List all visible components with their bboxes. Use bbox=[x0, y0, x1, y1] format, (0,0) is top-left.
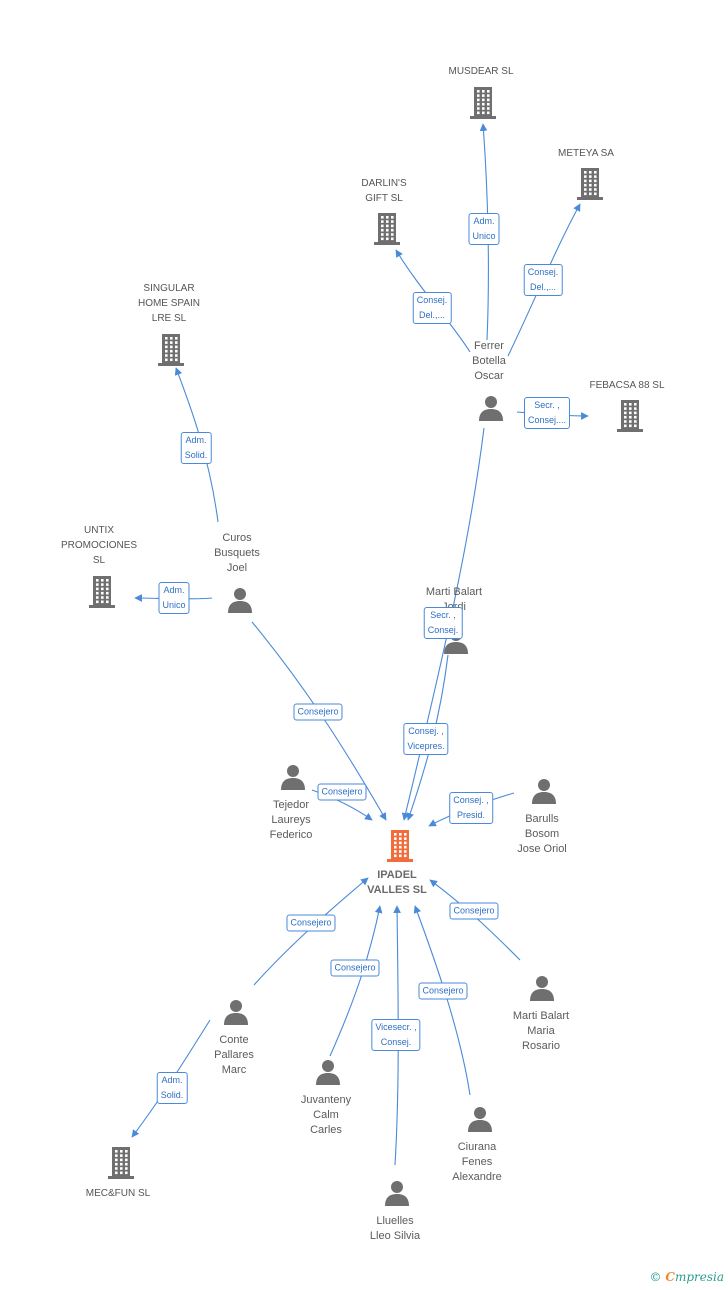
person-node-conte[interactable] bbox=[222, 998, 250, 1031]
relation-label-consej-presid-barulls[interactable]: Consej. , Presid. bbox=[449, 792, 493, 824]
building-icon bbox=[617, 400, 643, 432]
company-node-meteya[interactable] bbox=[575, 167, 605, 206]
person-icon bbox=[530, 976, 554, 1001]
focus-company-label: IPADEL VALLES SL bbox=[367, 869, 427, 896]
person-icon bbox=[228, 588, 252, 613]
relation-label-secr-consej-febacsa[interactable]: Secr. , Consej.... bbox=[523, 397, 571, 429]
person-label-barulls: Barulls Bosom Jose Oriol bbox=[517, 813, 567, 855]
person-node-tejedor[interactable] bbox=[279, 763, 307, 796]
person-label-juvanteny: Juvanteny Calm Carles bbox=[300, 1094, 352, 1136]
relation-label-secr-consej-ferrer[interactable]: Secr. , Consej. bbox=[423, 607, 463, 639]
company-label-singular: SINGULAR HOME SPAIN LRE SL bbox=[137, 283, 201, 324]
person-node-barulls[interactable] bbox=[530, 777, 558, 810]
relation-label-consejero-curos[interactable]: Consejero bbox=[293, 703, 343, 721]
person-node-martimaria[interactable] bbox=[528, 974, 556, 1007]
company-node-mecfun[interactable] bbox=[106, 1146, 136, 1185]
person-label-ciurana: Ciurana Fenes Alexandre bbox=[452, 1141, 502, 1183]
company-label-darlins: DARLIN'S GIFT SL bbox=[361, 178, 407, 204]
person-node-ciurana[interactable] bbox=[466, 1105, 494, 1138]
brand-logo-initial: C bbox=[665, 1270, 675, 1284]
relationship-edge bbox=[413, 905, 471, 1096]
brand-footer: © Cmpresia bbox=[650, 1270, 724, 1284]
person-icon bbox=[316, 1060, 340, 1085]
person-icon bbox=[281, 765, 305, 790]
relation-label-consej-del-meteya[interactable]: Consej. Del.,... bbox=[523, 264, 563, 296]
person-node-curos[interactable] bbox=[226, 586, 254, 619]
relation-label-adm-unico-untix[interactable]: Adm. Unico bbox=[158, 582, 190, 614]
relationship-edge bbox=[329, 905, 383, 1057]
building-icon bbox=[374, 213, 400, 245]
building-icon bbox=[108, 1147, 134, 1179]
relation-label-adm-solid-singular[interactable]: Adm. Solid. bbox=[180, 432, 212, 464]
relation-label-adm-unico-musdear[interactable]: Adm. Unico bbox=[468, 213, 500, 245]
company-label-untix: UNTIX PROMOCIONES SL bbox=[60, 525, 138, 566]
company-node-musdear[interactable] bbox=[468, 86, 498, 125]
person-label-tejedor: Tejedor Laureys Federico bbox=[269, 799, 313, 841]
relation-label-consejero-ciurana[interactable]: Consejero bbox=[418, 982, 468, 1000]
relation-label-consejero-martimaria[interactable]: Consejero bbox=[449, 902, 499, 920]
person-icon bbox=[385, 1181, 409, 1206]
relation-label-consej-vicepres-martijordi[interactable]: Consej. , Vicepres. bbox=[403, 723, 449, 755]
person-node-ferrer[interactable] bbox=[477, 394, 505, 427]
person-label-curos: Curos Busquets Joel bbox=[214, 532, 260, 574]
building-icon bbox=[387, 830, 413, 862]
relation-label-vicesecr-consej-lluelles[interactable]: Vicesecr. , Consej. bbox=[371, 1019, 421, 1051]
relation-label-consejero-juvanteny[interactable]: Consejero bbox=[330, 959, 380, 977]
person-label-ferrer: Ferrer Botella Oscar bbox=[472, 340, 506, 382]
company-label-musdear: MUSDEAR SL bbox=[448, 66, 514, 77]
person-icon bbox=[479, 396, 503, 421]
person-node-lluelles[interactable] bbox=[383, 1179, 411, 1212]
company-node-darlins[interactable] bbox=[372, 212, 402, 251]
person-label-martimaria: Marti Balart Maria Rosario bbox=[512, 1010, 570, 1052]
person-label-lluelles: Lluelles Lleo Silvia bbox=[369, 1215, 421, 1242]
relation-label-consej-del-darlins[interactable]: Consej. Del.,... bbox=[412, 292, 452, 324]
relation-label-consejero-conte[interactable]: Consejero bbox=[286, 914, 336, 932]
person-icon bbox=[224, 1000, 248, 1025]
company-label-febacsa: FEBACSA 88 SL bbox=[589, 380, 665, 391]
person-icon bbox=[468, 1107, 492, 1132]
building-icon bbox=[470, 87, 496, 119]
focus-company-node[interactable] bbox=[385, 829, 415, 868]
building-icon bbox=[158, 334, 184, 366]
person-icon bbox=[532, 779, 556, 804]
company-label-mecfun: MEC&FUN SL bbox=[85, 1188, 151, 1199]
company-node-febacsa[interactable] bbox=[615, 399, 645, 438]
relation-label-consejero-tejedor[interactable]: Consejero bbox=[317, 783, 367, 801]
building-icon bbox=[89, 576, 115, 608]
relation-label-adm-solid-mecfun[interactable]: Adm. Solid. bbox=[156, 1072, 188, 1104]
person-node-juvanteny[interactable] bbox=[314, 1058, 342, 1091]
company-node-singular[interactable] bbox=[156, 333, 186, 372]
person-label-conte: Conte Pallares Marc bbox=[214, 1034, 254, 1076]
company-label-meteya: METEYA SA bbox=[558, 148, 614, 159]
brand-logo-text: mpresia bbox=[674, 1270, 724, 1284]
copyright-symbol: © bbox=[649, 1270, 662, 1284]
relationship-edge bbox=[429, 879, 521, 961]
company-node-untix[interactable] bbox=[87, 575, 117, 614]
building-icon bbox=[577, 168, 603, 200]
